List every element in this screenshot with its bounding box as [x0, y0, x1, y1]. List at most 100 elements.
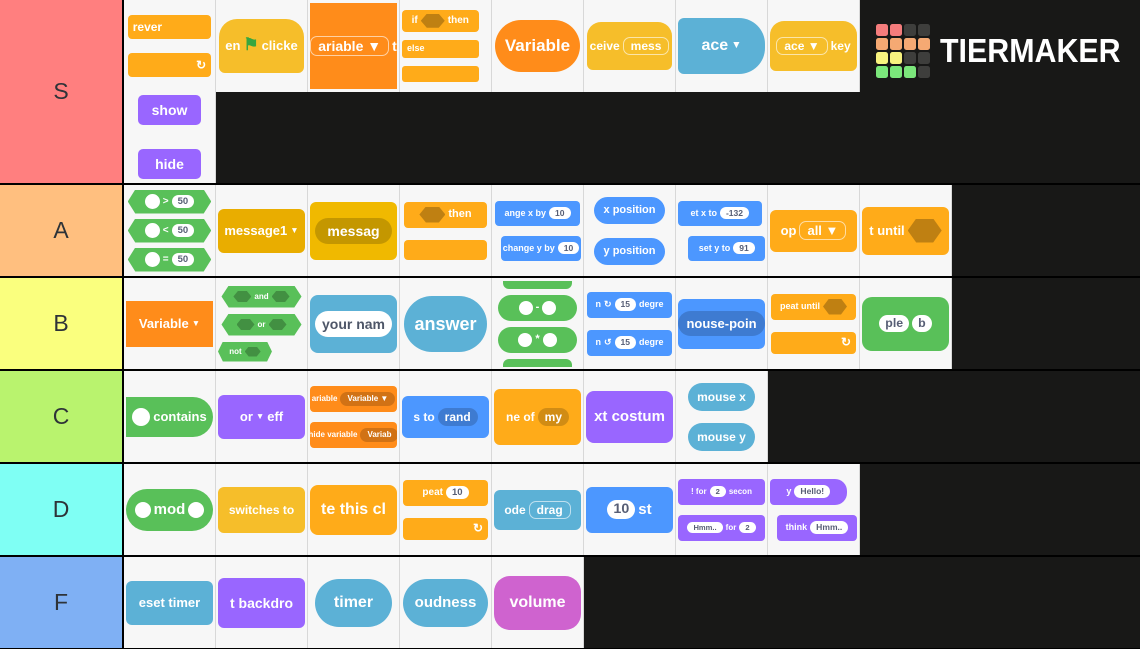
- reset-timer-block[interactable]: eset timer: [124, 557, 216, 648]
- wait-until-block[interactable]: t until: [860, 185, 952, 276]
- block-text: st: [638, 501, 652, 518]
- value-oval: Hello!: [794, 485, 831, 498]
- delete-clone-block[interactable]: te this cl: [308, 464, 400, 555]
- block-text: et x to: [690, 207, 717, 218]
- block-text: eset timer: [138, 595, 201, 610]
- hexagon-slot: [271, 291, 290, 302]
- block-text: if: [411, 14, 418, 26]
- set-variable-block[interactable]: ariable ▼t: [308, 0, 400, 92]
- dropdown-box: drag: [528, 500, 571, 519]
- loop-arrow-icon: ↻: [472, 521, 484, 536]
- block-text: ↺: [603, 337, 612, 347]
- next-backdrop-block[interactable]: t backdro: [216, 557, 308, 648]
- scratch-block: [402, 65, 479, 82]
- block-text: x position: [603, 203, 656, 216]
- logo-grid-square: [904, 24, 916, 36]
- block-text: show: [151, 102, 188, 119]
- block-gap: [402, 228, 489, 240]
- block-text: Variable: [504, 36, 571, 56]
- ask-and-wait-block[interactable]: your nam: [308, 278, 400, 369]
- scratch-block: messag: [310, 201, 397, 260]
- show-hide-blocks[interactable]: show hide: [124, 91, 216, 183]
- timer-reporter[interactable]: timer: [308, 557, 400, 648]
- block-text: volume: [509, 593, 566, 611]
- color-effect-block[interactable]: or▼eff: [216, 371, 308, 462]
- mod-operator-block[interactable]: mod: [124, 464, 216, 555]
- block-gap: [218, 336, 305, 342]
- text-input-field: your nam: [315, 310, 392, 337]
- dropdown-caret-icon: ▼: [731, 39, 742, 51]
- scratch-block: not: [218, 341, 272, 362]
- tier-label-f: F: [0, 557, 124, 648]
- math-operator-blocks[interactable]: -*: [492, 278, 584, 369]
- block-gap: [126, 125, 213, 149]
- point-towards-mouse-block[interactable]: nouse-poin: [676, 278, 768, 369]
- variable-dropdown-block[interactable]: Variable▼: [124, 278, 216, 369]
- if-then-block[interactable]: then: [400, 185, 492, 276]
- when-key-pressed-block[interactable]: ace ▼key: [768, 0, 860, 92]
- loop-arrow-icon: ↻: [196, 57, 207, 72]
- repeat-until-block[interactable]: peat until↻: [768, 278, 860, 369]
- contains-operator-block[interactable]: contains: [124, 371, 216, 462]
- dropdown-caret-icon: ▼: [191, 318, 201, 329]
- broadcast-message-block[interactable]: messag: [308, 185, 400, 276]
- block-text: y position: [603, 244, 656, 257]
- key-pressed-block[interactable]: ace▼: [676, 0, 768, 92]
- block-text: hide variable: [310, 429, 358, 439]
- block-text: clicke: [261, 38, 298, 54]
- hexagon-slot: [420, 13, 445, 28]
- block-text: and: [254, 291, 269, 301]
- next-costume-block[interactable]: xt costum: [584, 371, 676, 462]
- answer-reporter[interactable]: answer: [400, 278, 492, 369]
- block-text: *: [535, 333, 540, 345]
- forever-block[interactable]: rever↻: [124, 0, 216, 92]
- when-flag-clicked-block[interactable]: en⚑clicke: [216, 0, 308, 92]
- dropdown-pill: messag: [315, 217, 392, 244]
- logo-grid-square: [876, 24, 888, 36]
- block-text: ange x by: [504, 207, 546, 218]
- loudness-reporter[interactable]: oudness: [400, 557, 492, 648]
- value-oval: 2: [739, 521, 756, 534]
- logo-grid-square: [918, 38, 930, 50]
- volume-reporter[interactable]: volume: [492, 557, 584, 648]
- scratch-block: then: [403, 201, 488, 228]
- dropdown-box: ace ▼: [776, 36, 828, 55]
- backdrop-switches-block[interactable]: switches to: [216, 464, 308, 555]
- scratch-block: oudness: [402, 578, 489, 627]
- scratch-block: xt costum: [586, 390, 673, 443]
- scratch-block: hide: [138, 149, 201, 180]
- block-gap: [494, 353, 581, 359]
- input-slot: [134, 501, 151, 518]
- block-text: <: [162, 224, 169, 236]
- xy-position-reporters[interactable]: x position y position: [584, 185, 676, 276]
- scratch-block: et x to-132: [678, 200, 762, 226]
- scratch-block: Variable: [495, 19, 580, 72]
- variable-reporter[interactable]: Variable: [492, 0, 584, 92]
- broadcast-message1-block[interactable]: message1▼: [216, 185, 308, 276]
- comparison-operator-blocks[interactable]: >50<50=50: [124, 185, 216, 276]
